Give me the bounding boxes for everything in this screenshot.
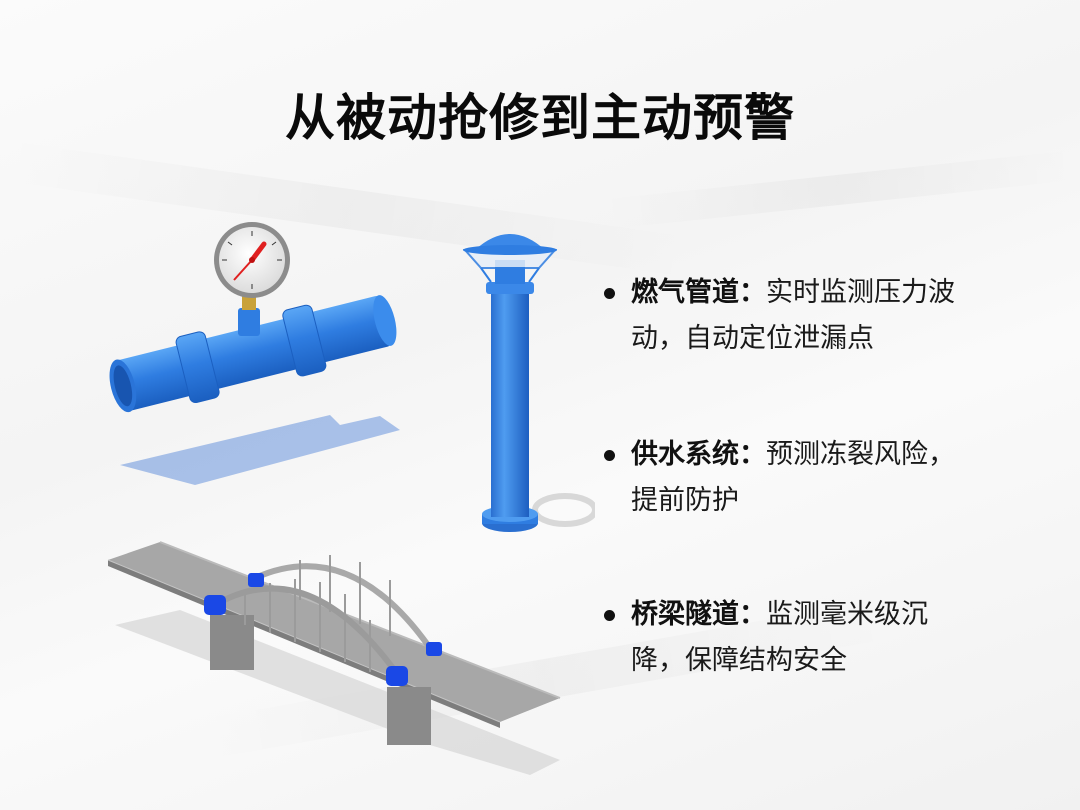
- bridge-illustration: [107, 541, 561, 775]
- bullet-dot-icon: [604, 450, 615, 461]
- bullet-heading: 供水系统：: [631, 439, 766, 470]
- bullet-heading: 燃气管道：: [631, 277, 766, 308]
- paper-texture: [598, 149, 1079, 230]
- bullet-body: 预测冻裂风险，提前防护: [631, 439, 955, 516]
- bullet-dot-icon: [604, 288, 615, 299]
- bullet-heading: 桥梁隧道：: [631, 599, 766, 630]
- bullet-body: 实时监测压力波动，自动定位泄漏点: [631, 277, 955, 354]
- water-sensor-bollard-illustration: [462, 234, 595, 532]
- slide-title: 从被动抢修到主动预警: [285, 89, 795, 147]
- bullet-dot-icon: [604, 610, 615, 621]
- bullet-body: 监测毫米级沉降，保障结构安全: [631, 599, 928, 676]
- gas-pipe-illustration: [109, 222, 400, 485]
